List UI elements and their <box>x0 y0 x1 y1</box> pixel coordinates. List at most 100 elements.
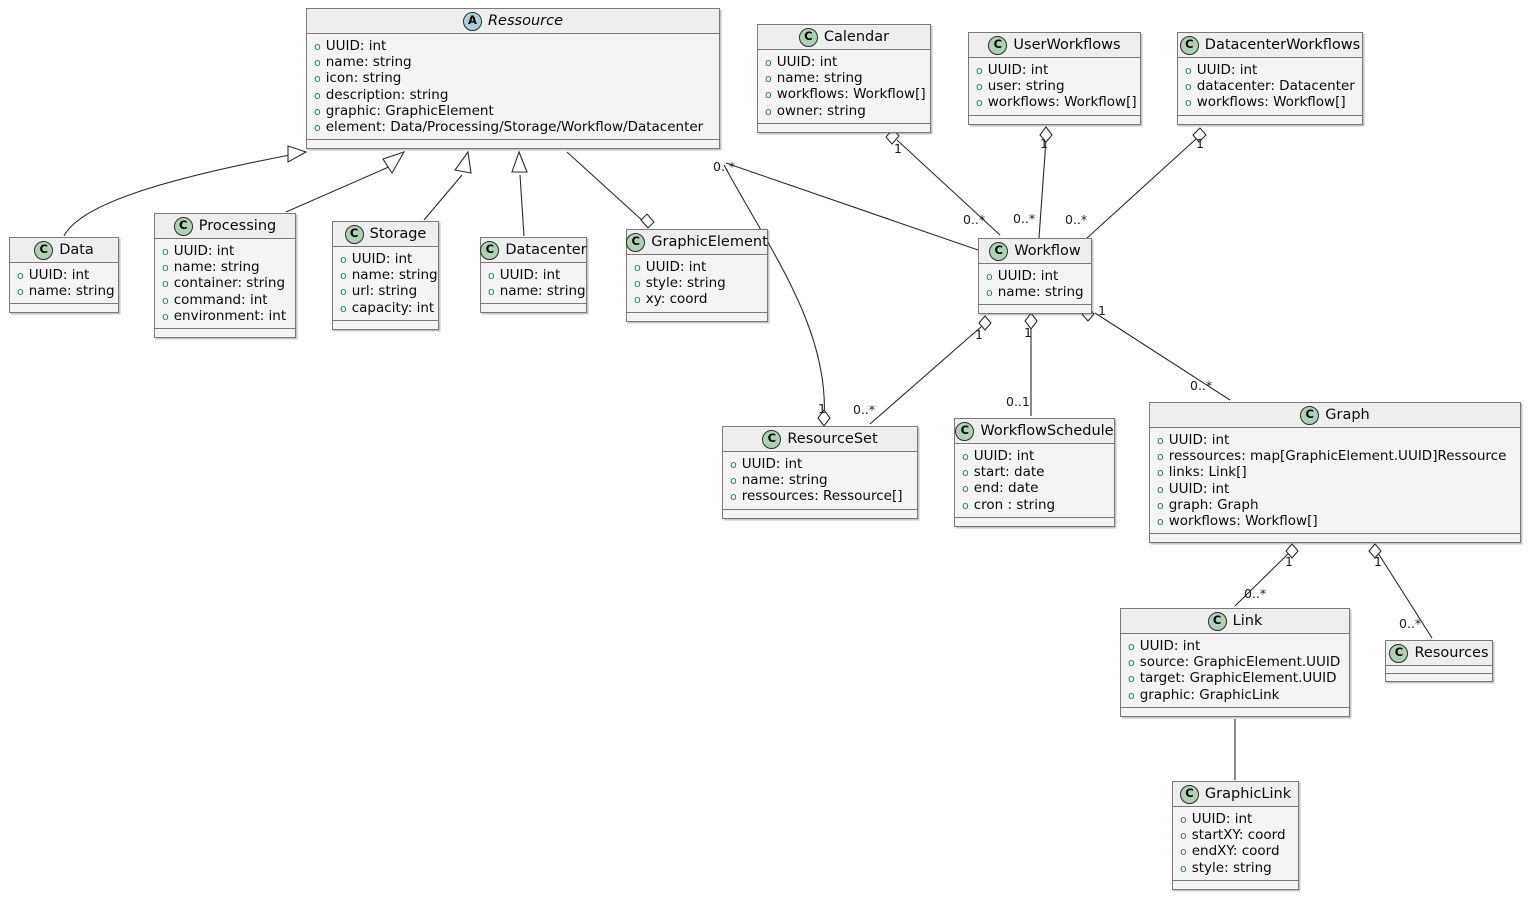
class-methods-link <box>1121 707 1349 716</box>
visibility-icon: o <box>765 104 772 118</box>
attribute-label: links: Link[] <box>1168 464 1247 481</box>
visibility-icon: o <box>340 253 347 266</box>
multiplicity-label: 0..* <box>963 212 986 227</box>
class-icon: C <box>1207 611 1227 631</box>
multiplicity-label: 0..* <box>1190 378 1213 393</box>
class-name-calendar: Calendar <box>823 29 890 45</box>
attribute-label: name: string <box>741 472 828 489</box>
attribute-label: container: string <box>173 275 286 292</box>
attribute-label: style: string <box>645 275 726 292</box>
attribute-label: icon: string <box>325 70 402 87</box>
attribute-label: cron : string <box>973 496 1056 513</box>
class-methods-ressource <box>307 140 719 149</box>
class-name-ressource: Ressource <box>487 13 564 29</box>
visibility-icon: o <box>730 458 737 471</box>
multiplicity-label: 0..* <box>1065 212 1088 227</box>
class-name-workflowschedule: WorkflowSchedule <box>980 423 1114 439</box>
class-name-workflow: Workflow <box>1014 243 1081 259</box>
visibility-icon: o <box>1157 498 1164 512</box>
visibility-icon: o <box>962 482 969 496</box>
attribute-label: source: GraphicElement.UUID <box>1139 654 1341 671</box>
class-methods-userworkflows <box>969 115 1140 124</box>
attribute-label: UUID: int <box>173 243 235 259</box>
attribute-label: workflows: Workflow[] <box>776 86 926 103</box>
attribute-label: name: string <box>173 259 260 276</box>
attribute-label: graphic: GraphicElement <box>325 102 494 119</box>
attribute-label: target: GraphicElement.UUID <box>1139 670 1337 687</box>
visibility-icon: o <box>314 56 321 70</box>
attribute-label: UUID: int <box>1139 638 1201 654</box>
visibility-icon: o <box>1157 482 1164 496</box>
visibility-icon: o <box>1157 466 1164 480</box>
class-methods-datacenterworkflows <box>1178 115 1362 124</box>
attribute-label: command: int <box>173 291 268 308</box>
multiplicity-label: 1 <box>894 141 902 156</box>
attribute-label: UUID: int <box>741 456 803 472</box>
visibility-icon: o <box>488 269 495 282</box>
multiplicity-label: 1 <box>1196 136 1204 151</box>
visibility-icon: o <box>976 80 983 94</box>
visibility-icon: o <box>986 286 993 300</box>
multiplicity-label: 1 <box>1374 554 1382 569</box>
class-icon: C <box>34 240 54 260</box>
edge-workflow-to-resourceset <box>869 315 992 425</box>
visibility-icon: o <box>1185 96 1192 110</box>
visibility-icon: o <box>1128 672 1135 686</box>
visibility-icon: o <box>1157 450 1164 464</box>
class-methods-data <box>10 304 118 313</box>
attribute-label: end: date <box>973 480 1039 497</box>
multiplicity-label: 0..* <box>1244 586 1267 601</box>
visibility-icon: o <box>730 490 737 504</box>
class-name-datacenterworkflows: DatacenterWorkflows <box>1204 37 1361 53</box>
attribute-label: start: date <box>973 464 1045 481</box>
attribute-label: datacenter: Datacenter <box>1196 78 1355 95</box>
edge-ressource-to-graphicelement <box>566 151 655 229</box>
class-icon: C <box>480 240 500 260</box>
class-name-datacenter: Datacenter <box>505 242 587 258</box>
class-name-processing: Processing <box>198 218 277 234</box>
attribute-row: o end: date <box>962 480 1107 496</box>
visibility-icon: o <box>1157 434 1164 447</box>
visibility-icon: o <box>314 121 321 135</box>
visibility-icon: o <box>162 277 169 291</box>
visibility-icon: o <box>17 285 24 299</box>
